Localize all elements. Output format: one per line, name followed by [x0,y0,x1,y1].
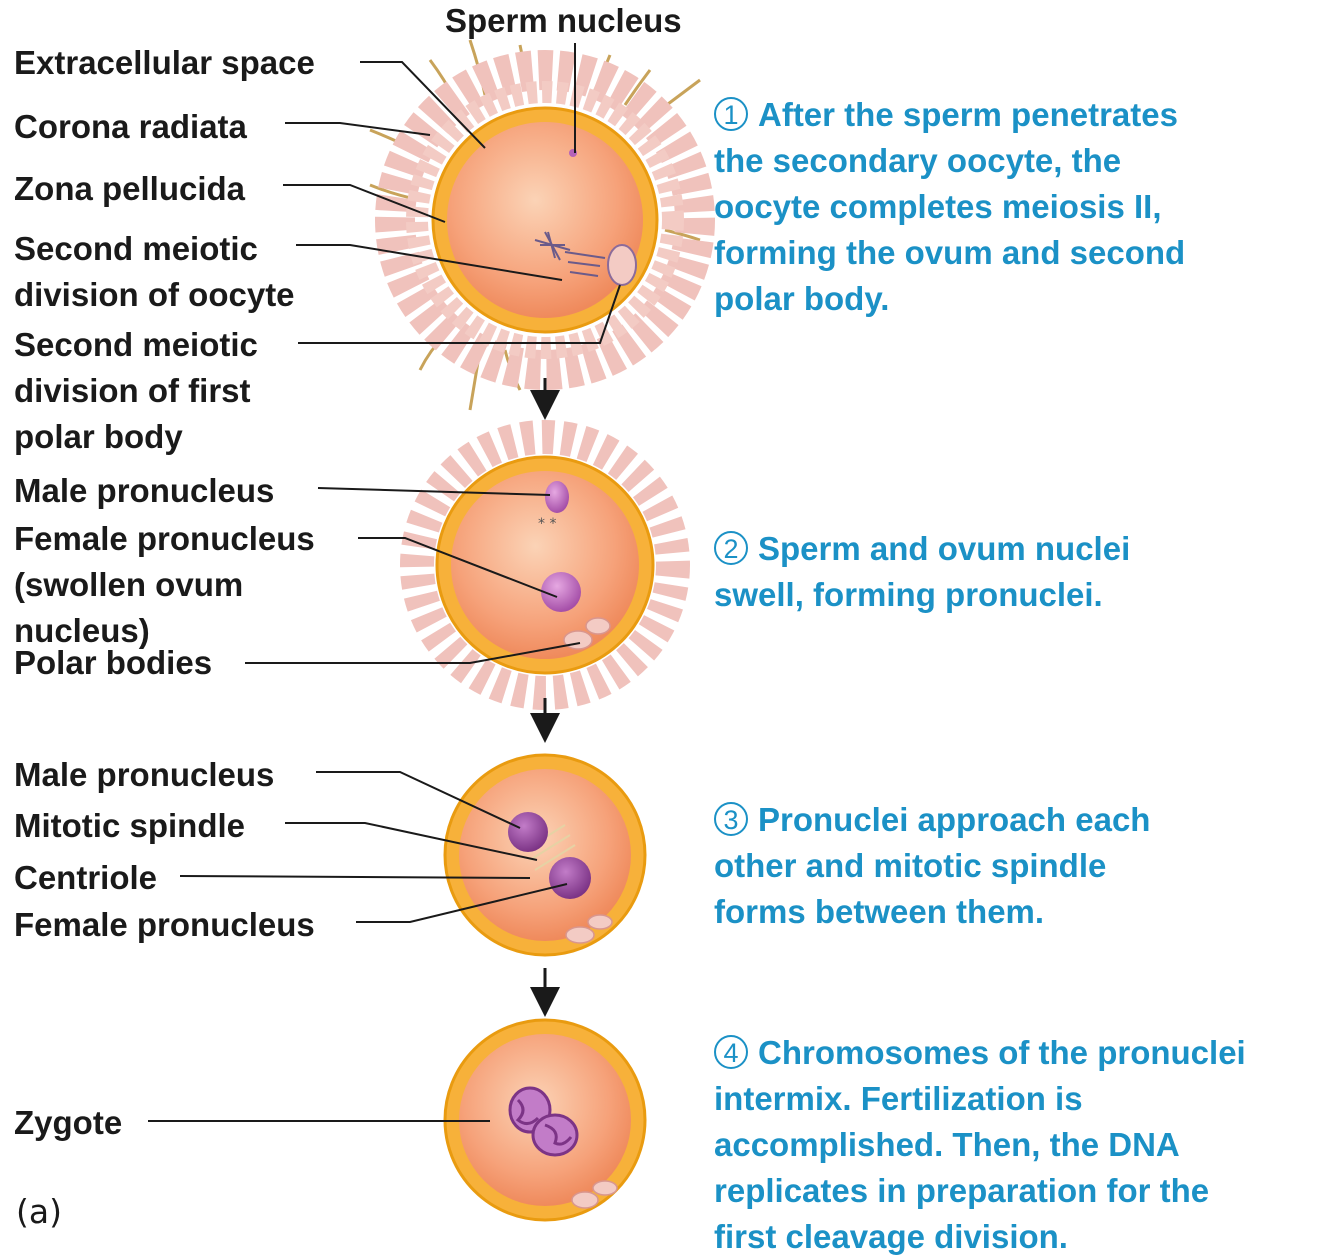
oocyte-cytoplasm [447,122,643,318]
step-1-line-1: After the sperm penetrates [758,96,1178,133]
label-mitotic-spindle: Mitotic spindle [14,803,245,849]
label-male-pronucleus-1: Male pronucleus [14,468,274,514]
step-4-line-4: replicates in preparation for the [714,1168,1246,1214]
label-extracellular-space: Extracellular space [14,40,315,86]
step-4-line-2: intermix. Fertilization is [714,1076,1246,1122]
step-4-line-5: first cleavage division. [714,1214,1246,1260]
label-centriole: Centriole [14,855,157,901]
step-3-line-2: other and mitotic spindle [714,843,1150,889]
step-2: 2 Sperm and ovum nuclei swell, forming pr… [714,526,1130,618]
step-1-line-3: oocyte completes meiosis II, [714,184,1185,230]
step-2-line-2: swell, forming pronuclei. [714,572,1130,618]
female-pronucleus-3 [549,857,591,899]
male-pronucleus-2 [545,481,569,513]
svg-text:* *: * * [538,516,556,532]
label-second-meiotic-oocyte: Second meiotic division of oocyte [14,226,295,318]
step-2-line-1: Sperm and ovum nuclei [758,530,1130,567]
step-4-line-3: accomplished. Then, the DNA [714,1122,1246,1168]
step-1-line-4: forming the ovum and second [714,230,1185,276]
panel-label: (a) [16,1192,62,1231]
step-1: 1 After the sperm penetrates the secondar… [714,92,1185,322]
cell-2-cytoplasm [451,471,639,659]
label-second-meiotic-polar: Second meiotic division of first polar b… [14,322,258,460]
label-zona-pellucida: Zona pellucida [14,166,245,212]
label-zygote: Zygote [14,1100,122,1146]
first-polar-body [608,245,636,285]
label-polar-bodies: Polar bodies [14,640,212,686]
male-pronucleus-3 [508,812,548,852]
step-3-line-1: Pronuclei approach each [758,801,1150,838]
step-1-line-2: the secondary oocyte, the [714,138,1185,184]
step-3-line-3: forms between them. [714,889,1150,935]
label-corona-radiata: Corona radiata [14,104,247,150]
female-pronucleus-2 [541,572,581,612]
label-male-pronucleus-2: Male pronucleus [14,752,274,798]
label-female-pronucleus-1: Female pronucleus (swollen ovum nucleus) [14,516,315,654]
step-1-line-5: polar body. [714,276,1185,322]
step-4: 4 Chromosomes of the pronuclei intermix. … [714,1030,1246,1260]
step-4-line-1: Chromosomes of the pronuclei [758,1034,1246,1071]
step-3-number: 3 [714,802,748,836]
step-4-number: 4 [714,1035,748,1069]
label-female-pronucleus-2: Female pronucleus [14,902,315,948]
step-1-number: 1 [714,97,748,131]
step-3: 3 Pronuclei approach each other and mitot… [714,797,1150,935]
label-sperm-nucleus: Sperm nucleus [445,0,682,44]
step-2-number: 2 [714,531,748,565]
